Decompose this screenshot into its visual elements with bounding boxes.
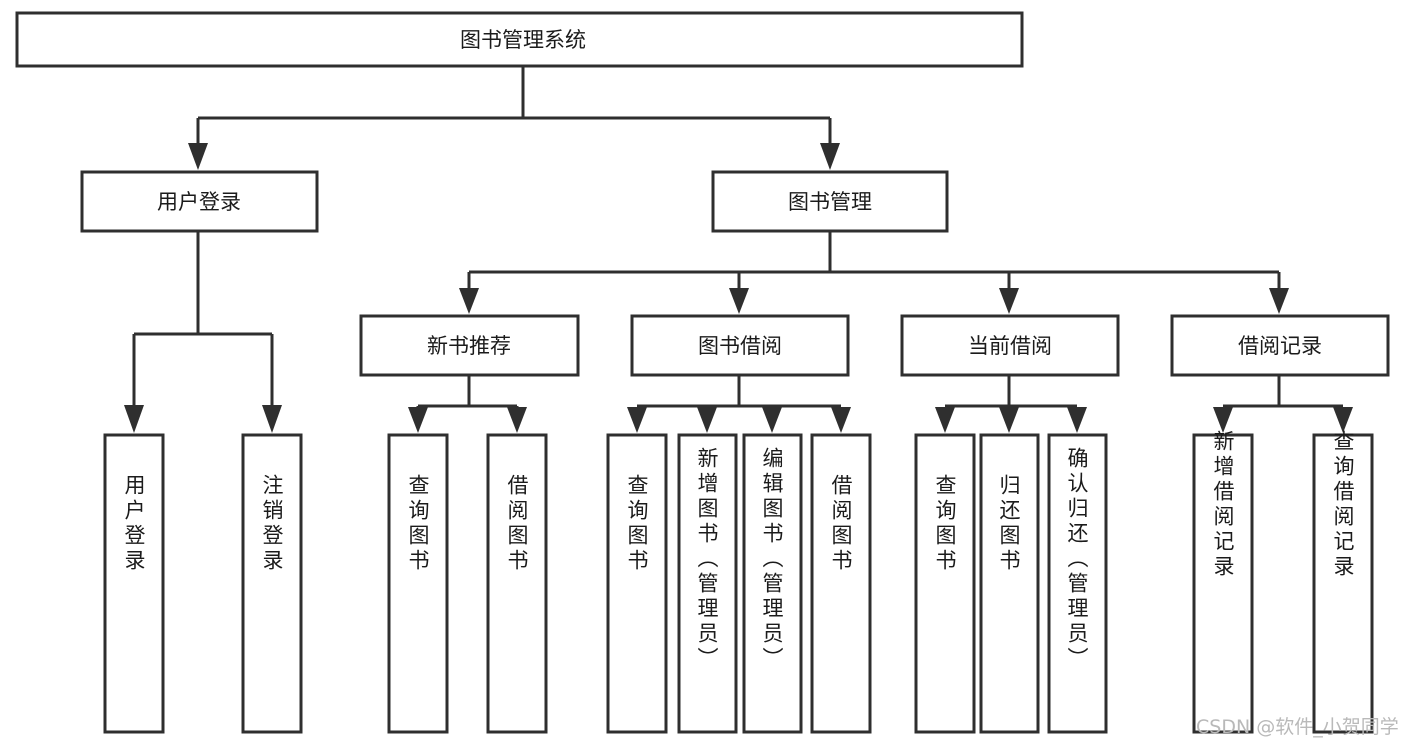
leaf-confirm-return[interactable]: 确认归还（管理员） — [1047, 433, 1108, 734]
arrow-to-leaf-add-record — [1213, 407, 1233, 433]
arrow-to-user-login — [188, 143, 208, 170]
node-current-borrow[interactable]: 当前借阅 — [900, 314, 1120, 377]
arrow-to-book-management — [820, 143, 840, 170]
leaf-add-book[interactable]: 新增图书（管理员） — [677, 433, 738, 734]
arrow-to-leaf-borrow-book-2 — [831, 407, 851, 433]
node-book-management[interactable]: 图书管理 — [711, 170, 949, 233]
arrow-to-book-borrow — [729, 288, 749, 314]
leaf-user-login[interactable]: 用户登录 — [103, 433, 165, 734]
leaf-borrow-book-1-label: 借阅图书 — [505, 474, 529, 574]
leaf-borrow-book-2-box[interactable] — [810, 433, 872, 734]
leaf-add-record-box[interactable] — [1192, 433, 1254, 734]
node-root-label: 图书管理系统 — [460, 28, 586, 52]
arrow-to-leaf-user-login — [124, 405, 144, 433]
leaf-logout-login[interactable]: 注销登录 — [241, 433, 303, 734]
leaf-query-book-2-box[interactable] — [606, 433, 668, 734]
leaf-query-book-3[interactable]: 查询图书 — [914, 433, 976, 734]
leaf-logout-login-box[interactable] — [241, 433, 303, 734]
leaf-return-book[interactable]: 归还图书 — [979, 433, 1040, 734]
leaf-query-record-label: 查询借阅记录 — [1331, 430, 1355, 580]
node-borrow-record[interactable]: 借阅记录 — [1170, 314, 1390, 377]
node-user-login[interactable]: 用户登录 — [80, 170, 319, 233]
node-book-borrow-label: 图书借阅 — [698, 334, 782, 358]
node-root[interactable]: 图书管理系统 — [15, 11, 1024, 68]
node-borrow-record-box[interactable] — [1170, 314, 1390, 377]
arrow-to-new-book-recommend — [459, 288, 479, 314]
arrow-to-leaf-query-book-2 — [627, 407, 647, 433]
arrow-to-leaf-query-book-3 — [935, 407, 955, 433]
node-user-login-box[interactable] — [80, 170, 319, 233]
leaf-edit-book[interactable]: 编辑图书（管理员） — [742, 433, 803, 734]
leaf-query-book-1[interactable]: 查询图书 — [387, 433, 449, 734]
leaf-user-login-label: 用户登录 — [122, 474, 146, 574]
leaf-borrow-book-1-box[interactable] — [486, 433, 548, 734]
leaf-edit-book-label: 编辑图书（管理员） — [760, 447, 784, 672]
node-book-management-label: 图书管理 — [788, 190, 872, 214]
node-current-borrow-label: 当前借阅 — [968, 334, 1052, 358]
leaf-query-book-3-box[interactable] — [914, 433, 976, 734]
node-user-login-label: 用户登录 — [157, 190, 241, 214]
leaf-query-record[interactable]: 查询借阅记录 — [1312, 430, 1374, 734]
leaf-borrow-book-2-label: 借阅图书 — [829, 474, 853, 574]
leaf-query-book-1-box[interactable] — [387, 433, 449, 734]
leaf-query-book-1-label: 查询图书 — [406, 474, 430, 574]
node-current-borrow-box[interactable] — [900, 314, 1120, 377]
leaf-logout-login-label: 注销登录 — [260, 474, 284, 574]
leaf-edit-book-box[interactable] — [742, 433, 803, 734]
node-borrow-record-label: 借阅记录 — [1238, 334, 1322, 358]
leaf-add-record[interactable]: 新增借阅记录 — [1192, 430, 1254, 734]
leaf-user-login-box[interactable] — [103, 433, 165, 734]
arrow-to-leaf-return-book — [999, 407, 1019, 433]
node-book-borrow-box[interactable] — [630, 314, 850, 377]
leaf-query-book-2-label: 查询图书 — [625, 474, 649, 574]
node-new-book-recommend-label: 新书推荐 — [427, 334, 511, 358]
node-new-book-recommend[interactable]: 新书推荐 — [359, 314, 580, 377]
arrow-to-leaf-add-book — [697, 407, 717, 433]
arrow-to-leaf-borrow-book-1 — [507, 407, 527, 433]
leaf-return-book-box[interactable] — [979, 433, 1040, 734]
leaf-query-record-box[interactable] — [1312, 433, 1374, 734]
watermark-label: CSDN @软件_小贺同学 — [1196, 716, 1399, 738]
node-new-book-recommend-box[interactable] — [359, 314, 580, 377]
arrow-to-leaf-edit-book — [762, 407, 782, 433]
node-book-borrow[interactable]: 图书借阅 — [630, 314, 850, 377]
leaf-return-book-label: 归还图书 — [997, 474, 1021, 574]
connector-layer — [124, 66, 1353, 433]
leaf-add-book-box[interactable] — [677, 433, 738, 734]
arrow-to-leaf-confirm-return — [1067, 407, 1087, 433]
leaf-confirm-return-label: 确认归还（管理员） — [1065, 447, 1089, 672]
arrow-to-leaf-query-book-1 — [408, 407, 428, 433]
node-root-box[interactable] — [15, 11, 1024, 68]
arrow-to-leaf-logout-login — [262, 405, 282, 433]
leaf-add-record-label: 新增借阅记录 — [1211, 430, 1235, 580]
leaf-add-book-label: 新增图书（管理员） — [695, 447, 719, 672]
leaf-borrow-book-1[interactable]: 借阅图书 — [486, 433, 548, 734]
leaf-query-book-3-label: 查询图书 — [933, 474, 957, 574]
arrow-to-leaf-query-record — [1333, 407, 1353, 433]
leaf-query-book-2[interactable]: 查询图书 — [606, 433, 668, 734]
node-book-management-box[interactable] — [711, 170, 949, 233]
arrow-to-borrow-record — [1269, 288, 1289, 314]
leaf-borrow-book-2[interactable]: 借阅图书 — [810, 433, 872, 734]
leaf-confirm-return-box[interactable] — [1047, 433, 1108, 734]
arrow-to-current-borrow — [999, 288, 1019, 314]
